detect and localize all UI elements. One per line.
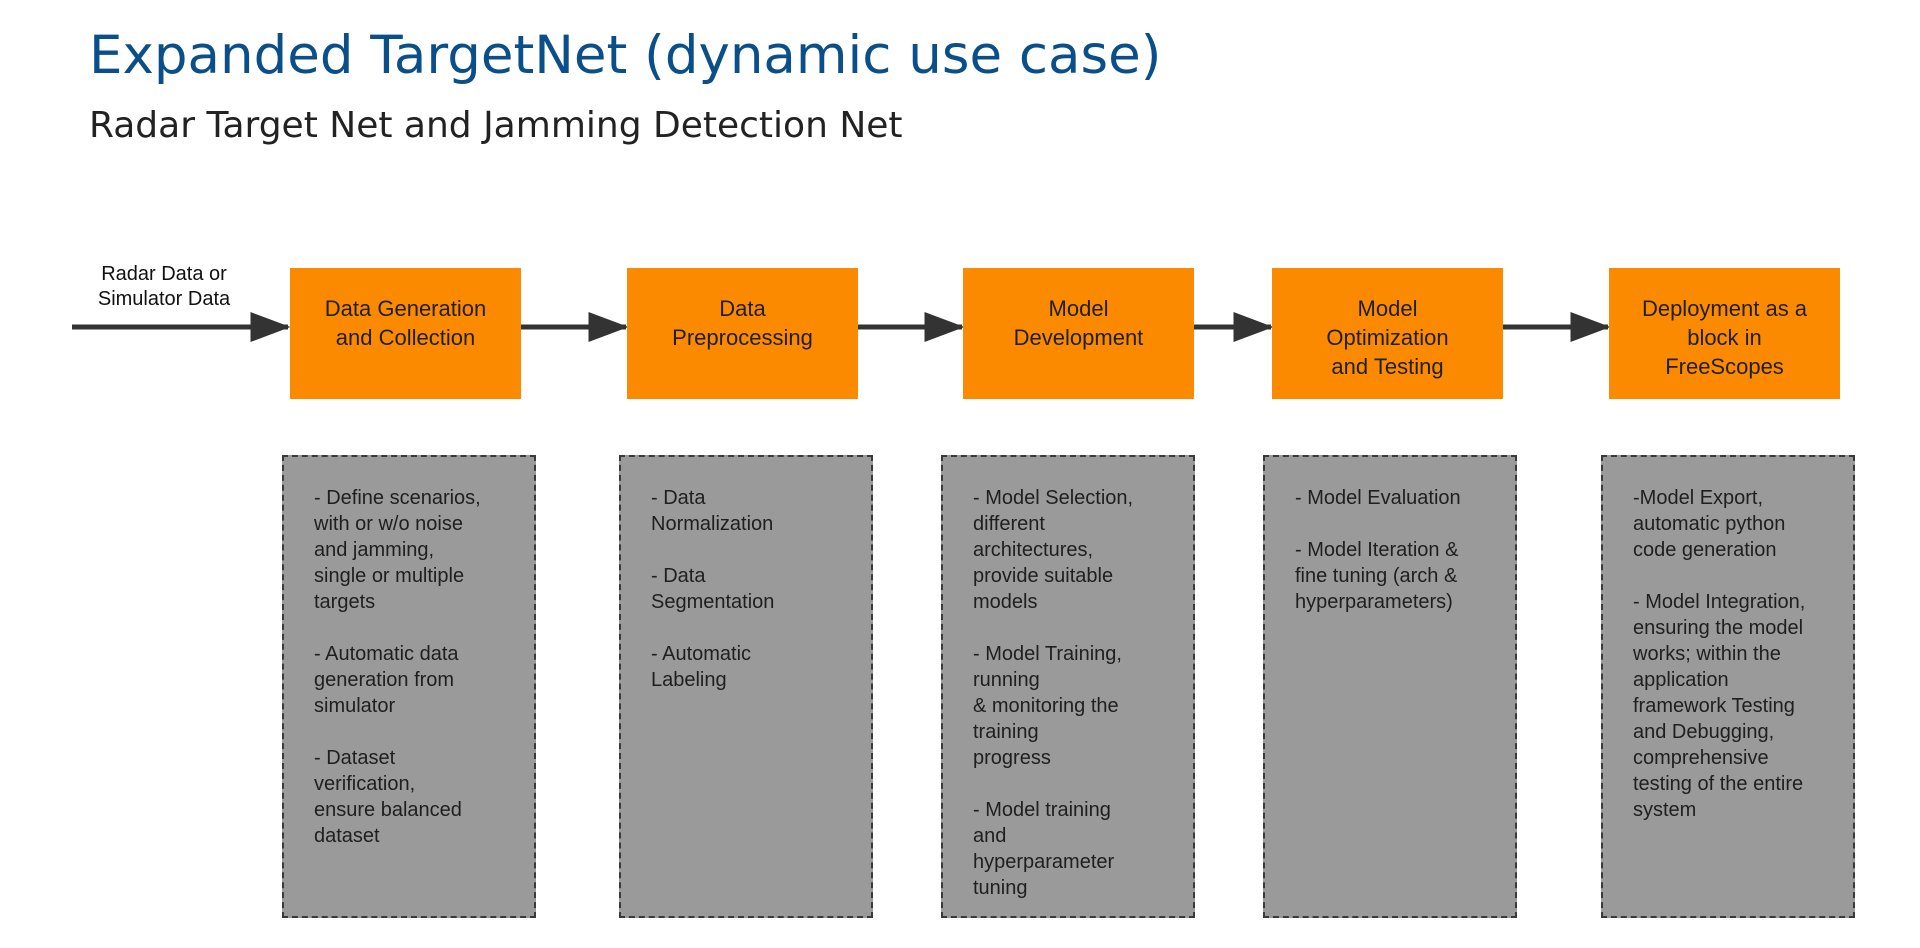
- step-label-line: Data: [719, 296, 766, 321]
- step-label-line: FreeScopes: [1665, 354, 1784, 379]
- details-model-development: - Model Selection, different architectur…: [941, 455, 1195, 918]
- detail-line: tuning: [973, 877, 1028, 899]
- page-subtitle: Radar Target Net and Jamming Detection N…: [89, 105, 903, 146]
- detail-line: - Data: [651, 487, 706, 509]
- detail-line: ensure balanced: [314, 799, 462, 821]
- detail-line: Labeling: [651, 669, 727, 691]
- detail-line: - Model Selection,: [973, 487, 1134, 509]
- detail-line: code generation: [1633, 539, 1777, 561]
- detail-line: Segmentation: [651, 591, 775, 613]
- input-label-line: Radar Data or: [101, 263, 227, 285]
- detail-line: - Model Iteration &: [1295, 539, 1459, 561]
- detail-item: - Model Integration, ensuring the model …: [1633, 589, 1833, 823]
- detail-line: hyperparameters): [1295, 591, 1453, 613]
- step-data-preprocessing: Data Preprocessing: [627, 268, 858, 399]
- detail-line: -Model Export,: [1633, 487, 1764, 509]
- detail-line: hyperparameter: [973, 851, 1115, 873]
- step-label-line: Model: [1048, 296, 1109, 321]
- detail-line: - Model Integration,: [1633, 591, 1806, 613]
- step-data-generation: Data Generation and Collection: [290, 268, 521, 399]
- detail-line: different: [973, 513, 1045, 535]
- details-data-generation: - Define scenarios, with or w/o noise an…: [282, 455, 536, 918]
- detail-line: and jamming,: [314, 539, 435, 561]
- detail-line: comprehensive: [1633, 747, 1769, 769]
- detail-line: fine tuning (arch &: [1295, 565, 1458, 587]
- detail-line: works; within the: [1633, 643, 1781, 665]
- detail-line: Normalization: [651, 513, 774, 535]
- detail-line: - Define scenarios,: [314, 487, 481, 509]
- details-deployment: -Model Export, automatic python code gen…: [1601, 455, 1855, 918]
- detail-line: - Model Training,: [973, 643, 1122, 665]
- detail-line: system: [1633, 799, 1697, 821]
- detail-line: and: [973, 825, 1007, 847]
- input-label: Radar Data or Simulator Data: [72, 262, 256, 312]
- detail-item: - Define scenarios, with or w/o noise an…: [314, 485, 514, 615]
- detail-item: - Model Evaluation: [1295, 485, 1495, 511]
- detail-line: - Model Evaluation: [1295, 487, 1461, 509]
- detail-line: framework Testing: [1633, 695, 1795, 717]
- detail-line: provide suitable: [973, 565, 1114, 587]
- detail-line: targets: [314, 591, 376, 613]
- detail-item: - Automatic data generation from simulat…: [314, 641, 514, 719]
- step-label-line: Data Generation: [324, 296, 487, 321]
- step-deployment: Deployment as a block in FreeScopes: [1609, 268, 1840, 399]
- detail-line: application: [1633, 669, 1729, 691]
- step-label-line: Deployment as a: [1641, 296, 1808, 321]
- detail-line: generation from: [314, 669, 455, 691]
- detail-line: - Automatic: [651, 643, 752, 665]
- detail-line: ensuring the model: [1633, 617, 1804, 639]
- detail-line: dataset: [314, 825, 380, 847]
- details-data-preprocessing: - Data Normalization - Data Segmentation…: [619, 455, 873, 918]
- step-label-line: and Testing: [1331, 354, 1444, 379]
- detail-line: - Automatic data: [314, 643, 459, 665]
- detail-line: - Dataset: [314, 747, 396, 769]
- detail-item: - Automatic Labeling: [651, 641, 851, 693]
- detail-line: simulator: [314, 695, 396, 717]
- detail-line: training: [973, 721, 1039, 743]
- detail-line: - Model training: [973, 799, 1111, 821]
- step-label-line: Development: [1013, 325, 1144, 350]
- detail-item: -Model Export, automatic python code gen…: [1633, 485, 1833, 563]
- detail-item: - Data Segmentation: [651, 563, 851, 615]
- step-model-optimization: Model Optimization and Testing: [1272, 268, 1503, 399]
- detail-line: & monitoring the: [973, 695, 1119, 717]
- detail-item: - Model Selection, different architectur…: [973, 485, 1173, 615]
- detail-line: progress: [973, 747, 1051, 769]
- detail-item: - Model Iteration & fine tuning (arch & …: [1295, 537, 1495, 615]
- detail-line: single or multiple: [314, 565, 465, 587]
- detail-line: models: [973, 591, 1038, 613]
- step-label-line: and Collection: [335, 325, 476, 350]
- step-label-line: Optimization: [1326, 325, 1449, 350]
- detail-item: - Dataset verification, ensure balanced …: [314, 745, 514, 849]
- page-title: Expanded TargetNet (dynamic use case): [89, 25, 1162, 86]
- detail-line: architectures,: [973, 539, 1094, 561]
- input-label-line: Simulator Data: [97, 288, 231, 310]
- step-label-line: Model: [1357, 296, 1418, 321]
- detail-item: - Model training and hyperparameter tuni…: [973, 797, 1173, 901]
- step-model-development: Model Development: [963, 268, 1194, 399]
- step-label-line: Preprocessing: [672, 325, 813, 350]
- detail-item: - Model Training, running & monitoring t…: [973, 641, 1173, 771]
- detail-line: and Debugging,: [1633, 721, 1775, 743]
- details-model-optimization: - Model Evaluation - Model Iteration & f…: [1263, 455, 1517, 918]
- detail-line: running: [973, 669, 1040, 691]
- detail-line: testing of the entire: [1633, 773, 1804, 795]
- detail-item: - Data Normalization: [651, 485, 851, 537]
- detail-line: - Data: [651, 565, 706, 587]
- detail-line: verification,: [314, 773, 416, 795]
- detail-line: with or w/o noise: [314, 513, 463, 535]
- detail-line: automatic python: [1633, 513, 1786, 535]
- step-label-line: block in: [1687, 325, 1762, 350]
